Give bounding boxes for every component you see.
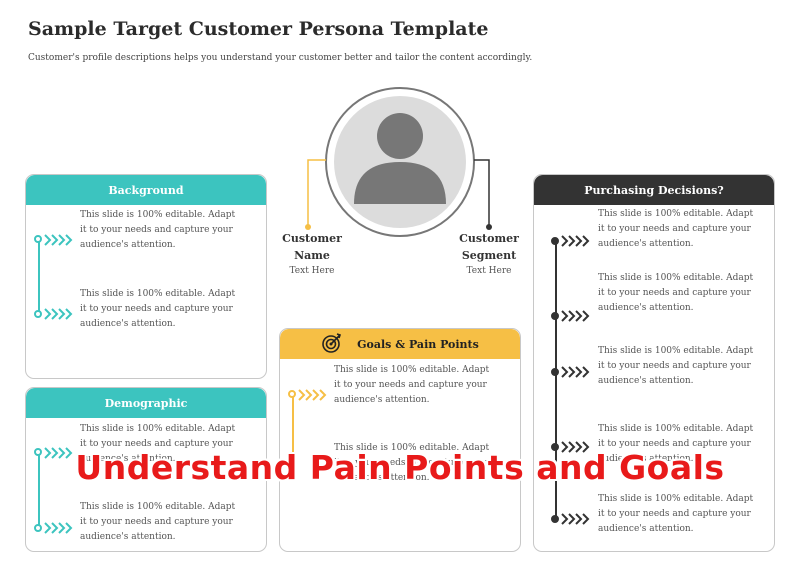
customer-name-label: Customer Name [282, 232, 342, 262]
customer-segment-label: Customer Segment [459, 232, 519, 262]
demographic-item-1: This slide is 100% editable. Adapt it to… [80, 424, 236, 464]
customer-name-value: Text Here [289, 266, 335, 276]
goals-card: Goals & Pain Points [279, 328, 521, 552]
timeline-dot [551, 443, 559, 451]
chevron-arrows-icon [561, 310, 591, 322]
background-timeline [38, 238, 40, 314]
demographic-timeline [38, 452, 40, 528]
overlay-caption: Understand Pain Points and Goals [75, 448, 725, 487]
goals-card-header: Goals & Pain Points [280, 329, 520, 359]
customer-segment-value: Text Here [466, 266, 512, 276]
timeline-dot [34, 524, 42, 532]
timeline-dot [551, 312, 559, 320]
page-title: Sample Target Customer Persona Template [28, 18, 489, 40]
background-item-2: This slide is 100% editable. Adapt it to… [80, 289, 236, 329]
avatar-person-icon [334, 96, 466, 228]
purchasing-card: Purchasing Decisions? [533, 174, 775, 552]
chevron-arrows-icon [561, 513, 591, 525]
chevron-arrows-icon [561, 441, 591, 453]
chevron-arrows-icon [44, 522, 74, 534]
goals-item-2: This slide is 100% editable. Adapt it to… [334, 443, 490, 483]
chevron-arrows-icon [298, 389, 328, 401]
goals-timeline [292, 394, 294, 474]
timeline-dot [34, 310, 42, 318]
target-arrow-icon [321, 332, 343, 357]
page-subtitle: Customer's profile descriptions helps yo… [28, 53, 533, 63]
timeline-dot [288, 390, 296, 398]
demographic-item-2: This slide is 100% editable. Adapt it to… [80, 502, 236, 542]
purchasing-timeline [555, 240, 557, 520]
purchasing-card-title: Purchasing Decisions? [534, 175, 774, 205]
background-card-title: Background [26, 175, 266, 205]
purchasing-item-4: This slide is 100% editable. Adapt it to… [598, 424, 754, 464]
purchasing-item-3: This slide is 100% editable. Adapt it to… [598, 346, 754, 386]
chevron-arrows-icon [44, 308, 74, 320]
timeline-dot [551, 368, 559, 376]
background-card: Background [25, 174, 267, 379]
timeline-dot [34, 235, 42, 243]
background-item-1: This slide is 100% editable. Adapt it to… [80, 210, 236, 250]
demographic-card-title: Demographic [26, 388, 266, 418]
chevron-arrows-icon [44, 234, 74, 246]
purchasing-item-1: This slide is 100% editable. Adapt it to… [598, 209, 754, 249]
purchasing-item-5: This slide is 100% editable. Adapt it to… [598, 494, 754, 534]
chevron-arrows-icon [561, 235, 591, 247]
demographic-card: Demographic [25, 387, 267, 552]
timeline-dot [551, 237, 559, 245]
chevron-arrows-icon [44, 447, 74, 459]
goals-card-title: Goals & Pain Points [357, 337, 479, 351]
purchasing-item-2: This slide is 100% editable. Adapt it to… [598, 273, 754, 313]
goals-item-1: This slide is 100% editable. Adapt it to… [334, 365, 490, 405]
chevron-arrows-icon [561, 366, 591, 378]
timeline-dot [551, 515, 559, 523]
timeline-dot [34, 448, 42, 456]
